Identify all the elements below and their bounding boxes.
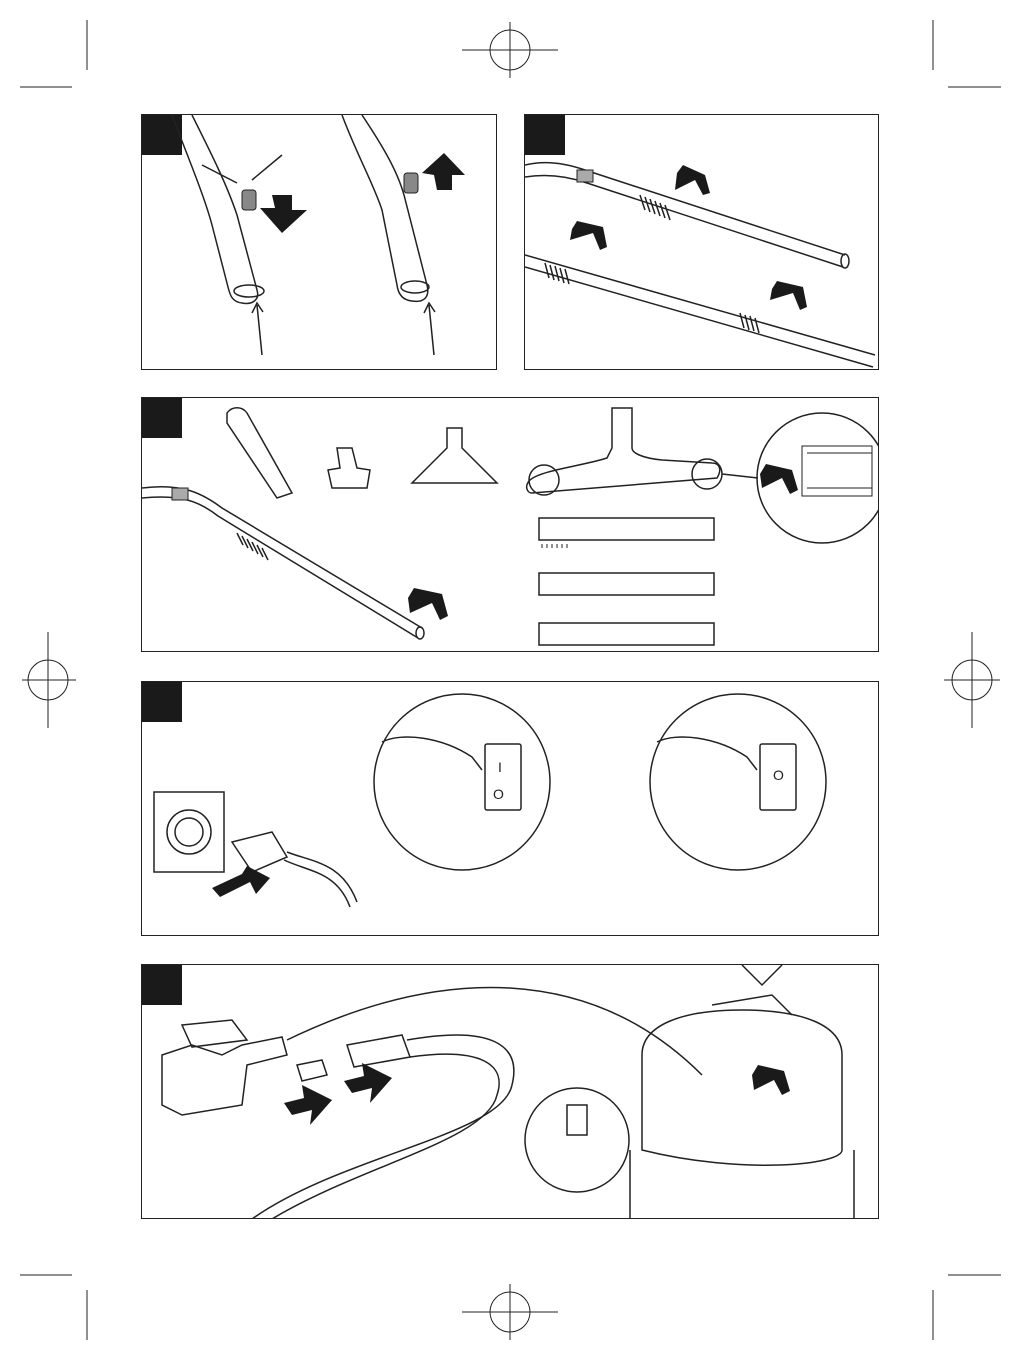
power-tool-connection-illustration xyxy=(142,965,879,1219)
nozzle-attachments-illustration xyxy=(142,398,879,652)
panel-tube-extension xyxy=(524,114,879,370)
tube-extension-illustration xyxy=(525,115,879,370)
switch-off-symbol-right: O xyxy=(773,767,784,783)
panel-power-tool-connection xyxy=(141,964,879,1219)
panel-nozzle-attachments xyxy=(141,397,879,652)
switch-off-symbol-left: O xyxy=(493,786,504,802)
panel-power-switch: I O O xyxy=(141,681,879,936)
power-switch-illustration: I O O xyxy=(142,682,879,936)
panel-tube-release xyxy=(141,114,497,370)
switch-on-symbol: I xyxy=(498,759,502,775)
tube-release-illustration xyxy=(142,115,497,370)
